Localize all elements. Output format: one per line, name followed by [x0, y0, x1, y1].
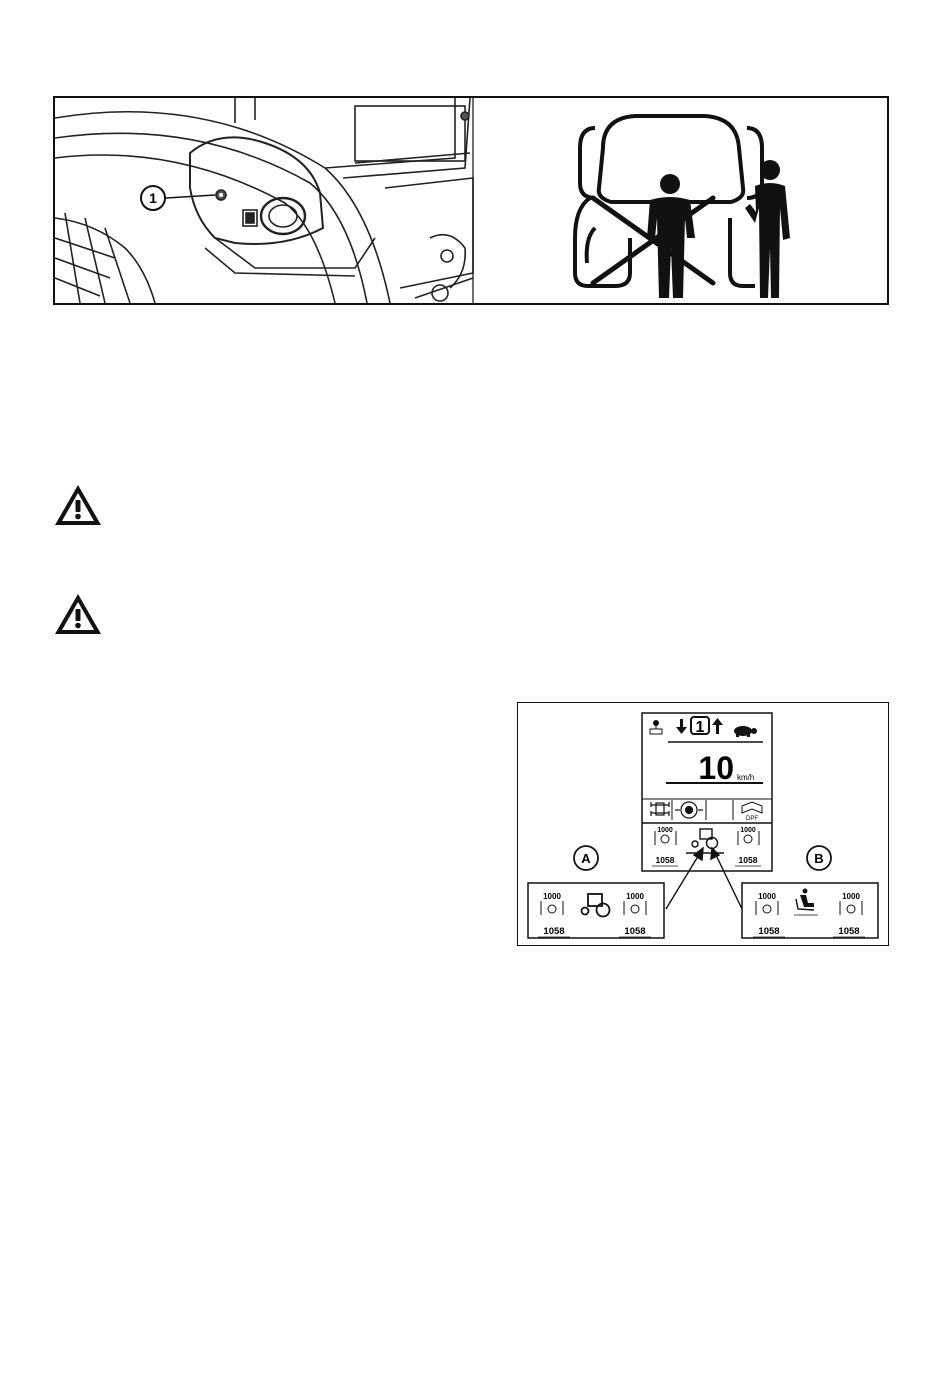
warning-triangle-icon	[53, 592, 103, 636]
cab-illustration	[55, 98, 473, 303]
warning-triangle-icon	[53, 483, 103, 527]
panel-a-right-value: 1058	[624, 926, 645, 937]
dashboard-figure: 1 10 km/h	[517, 702, 889, 946]
panel-b-right-setpoint: 1000	[842, 892, 860, 901]
display-pto-left-setpoint: 1000	[657, 827, 673, 834]
warning-1	[53, 483, 103, 532]
panel-a-left-setpoint: 1000	[543, 892, 561, 901]
gear-value: 1	[696, 719, 705, 736]
display-pto-right-setpoint: 1000	[740, 827, 756, 834]
panel-a: 1000 1058 1000 1058	[528, 883, 664, 938]
warning-2	[53, 592, 103, 641]
panel-a-right-setpoint: 1000	[626, 892, 644, 901]
panel-b-right-value: 1058	[838, 926, 859, 937]
operator-figure	[647, 174, 695, 298]
display-pto-left-value: 1058	[656, 855, 675, 865]
panel-b: 1000 1058 1000 1058	[742, 883, 878, 938]
panel-b-left-value: 1058	[758, 926, 779, 937]
top-figure: 1	[53, 96, 889, 305]
callout-1-label: 1	[149, 190, 157, 206]
label-a-text: A	[581, 851, 591, 866]
callout-1: 1	[141, 186, 215, 210]
panel-b-left-setpoint: 1000	[758, 892, 776, 901]
speed-value: 10	[698, 750, 734, 786]
dpf-label: DPF	[746, 816, 758, 822]
instrument-display: 1 10 km/h	[642, 713, 772, 871]
dashboard-figure-svg: 1 10 km/h	[518, 703, 888, 945]
bystander-figure	[745, 160, 790, 298]
top-figure-svg: 1	[55, 98, 887, 303]
speed-unit: km/h	[737, 773, 754, 782]
label-a: A	[574, 846, 598, 870]
panel-a-left-value: 1058	[543, 926, 564, 937]
display-pto-right-value: 1058	[739, 855, 758, 865]
label-b-text: B	[814, 851, 823, 866]
label-b: B	[807, 846, 831, 870]
